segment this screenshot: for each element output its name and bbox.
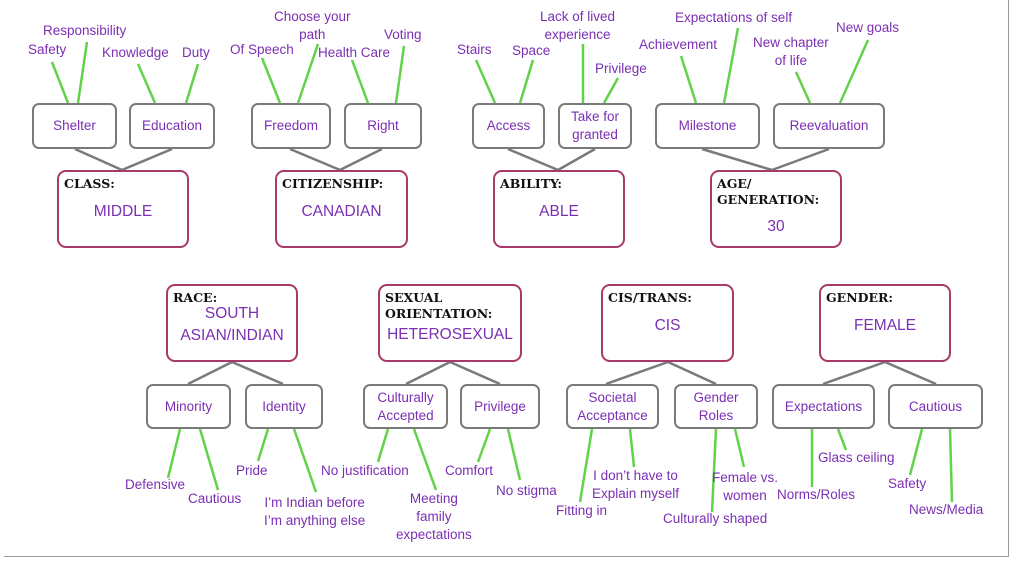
node-minority: Minority [146, 384, 231, 429]
keyword-choose-your-path: Choose your path [274, 9, 351, 42]
keyword-defensive: Defensive [125, 477, 186, 492]
node-take-for-granted: Take for granted [558, 103, 632, 149]
main-citizenship-box: CITIZENSHIP: CANADIAN [275, 170, 408, 248]
node-shelter: Shelter [32, 103, 117, 149]
citizenship-value: CANADIAN [301, 203, 382, 220]
age-value: 30 [767, 218, 785, 235]
keyword-female-vs-women: Female vs. women [712, 470, 779, 503]
keyword-dont-have-to-explain: I don’t have to Explain myself [592, 468, 680, 501]
keyword-safety: Safety [28, 42, 67, 57]
node-reevaluation-label: Reevaluation [789, 118, 869, 133]
node-freedom: Freedom [251, 103, 331, 149]
ability-label: ABILITY: [500, 176, 563, 191]
node-education: Education [129, 103, 215, 149]
cis-trans-label: CIS/TRANS: [608, 290, 692, 305]
sexual-orientation-value: HETEROSEXUAL [387, 326, 513, 343]
keyword-new-chapter-of-life: New chapter of life [753, 35, 829, 68]
node-minority-label: Minority [164, 398, 213, 414]
node-culturally-accepted-label: Culturally Accepted [377, 389, 434, 423]
sexual-orientation-label: SEXUAL ORIENTATION: [385, 290, 493, 321]
keyword-privilege-ability: Privilege [595, 61, 647, 76]
keyword-fitting-in: Fitting in [556, 503, 608, 518]
keyword-lack-of-lived-experience: Lack of lived experience [540, 9, 616, 42]
main-ability-box: ABILITY: ABLE [493, 170, 625, 248]
class-label: CLASS: [64, 176, 115, 191]
node-milestone-label: Milestone [678, 118, 737, 133]
node-expectations-label: Expectations [784, 398, 863, 414]
keyword-space: Space [512, 43, 551, 58]
keyword-duty: Duty [182, 45, 210, 60]
node-identity: Identity [245, 384, 323, 429]
node-access-label: Access [486, 118, 531, 133]
keyword-of-speech: Of Speech [230, 42, 294, 57]
keyword-news-media: News/Media [909, 502, 984, 517]
node-right: Right [344, 103, 422, 149]
main-class-box: CLASS: MIDDLE [57, 170, 189, 248]
keyword-voting: Voting [384, 27, 422, 42]
main-sexual-orientation-box: SEXUAL ORIENTATION: HETEROSEXUAL [378, 284, 522, 362]
node-milestone: Milestone [655, 103, 760, 149]
gray-connectors [74, 147, 937, 386]
keyword-culturally-shaped: Culturally shaped [663, 511, 768, 526]
node-take-for-granted-label: Take for granted [570, 109, 620, 142]
keyword-no-stigma: No stigma [496, 483, 557, 498]
node-cautious: Cautious [888, 384, 983, 429]
keyword-health-care: Health Care [318, 45, 391, 60]
node-societal-acceptance-label: Societal Acceptance [577, 389, 648, 423]
keyword-im-indian: I’m Indian before I’m anything else [264, 495, 366, 528]
keyword-expectations-of-self: Expectations of self [675, 10, 793, 25]
citizenship-label: CITIZENSHIP: [282, 176, 384, 191]
cis-trans-value: CIS [654, 317, 681, 334]
node-shelter-label: Shelter [53, 118, 96, 133]
node-societal-acceptance: Societal Acceptance [566, 384, 659, 429]
node-freedom-label: Freedom [263, 118, 319, 133]
keyword-no-justification: No justification [321, 463, 409, 478]
keyword-cautious-race: Cautious [188, 491, 242, 506]
keyword-responsibility: Responsibility [43, 23, 127, 38]
node-privilege-label: Privilege [474, 398, 526, 414]
age-label: AGE/ GENERATION: [717, 176, 820, 207]
keyword-meeting-family-expectations: Meeting family expectations [396, 491, 472, 542]
main-gender-box: GENDER: FEMALE [819, 284, 951, 362]
node-right-label: Right [367, 118, 399, 133]
class-value: MIDDLE [93, 203, 153, 220]
node-cautious-label: Cautious [908, 398, 963, 414]
main-cis-trans-box: CIS/TRANS: CIS [601, 284, 734, 362]
green-connectors [50, 27, 954, 513]
keyword-achievement: Achievement [639, 37, 718, 52]
race-value: SOUTH ASIAN/INDIAN [180, 305, 284, 344]
keyword-comfort: Comfort [445, 463, 494, 478]
node-culturally-accepted: Culturally Accepted [363, 384, 448, 429]
race-label: RACE: [173, 290, 218, 305]
node-gender-roles: Gender Roles [674, 384, 758, 429]
node-identity-label: Identity [262, 398, 306, 414]
main-race-box: RACE: SOUTH ASIAN/INDIAN [166, 284, 298, 362]
node-reevaluation: Reevaluation [773, 103, 885, 149]
main-age-box: AGE/ GENERATION: 30 [710, 170, 842, 248]
node-expectations: Expectations [772, 384, 875, 429]
keyword-safety-gender: Safety [888, 476, 927, 491]
ability-value: ABLE [539, 203, 579, 220]
keyword-norms-roles: Norms/Roles [777, 487, 856, 502]
node-gender-roles-label: Gender Roles [693, 389, 739, 423]
keyword-glass-ceiling: Glass ceiling [818, 450, 895, 465]
keyword-stairs: Stairs [457, 42, 492, 57]
gender-value: FEMALE [853, 317, 916, 334]
keyword-new-goals: New goals [836, 20, 900, 35]
node-education-label: Education [141, 118, 203, 133]
node-access: Access [472, 103, 545, 149]
node-privilege: Privilege [460, 384, 540, 429]
gender-label: GENDER: [826, 290, 893, 305]
keyword-pride: Pride [236, 463, 268, 478]
keyword-knowledge: Knowledge [102, 45, 169, 60]
